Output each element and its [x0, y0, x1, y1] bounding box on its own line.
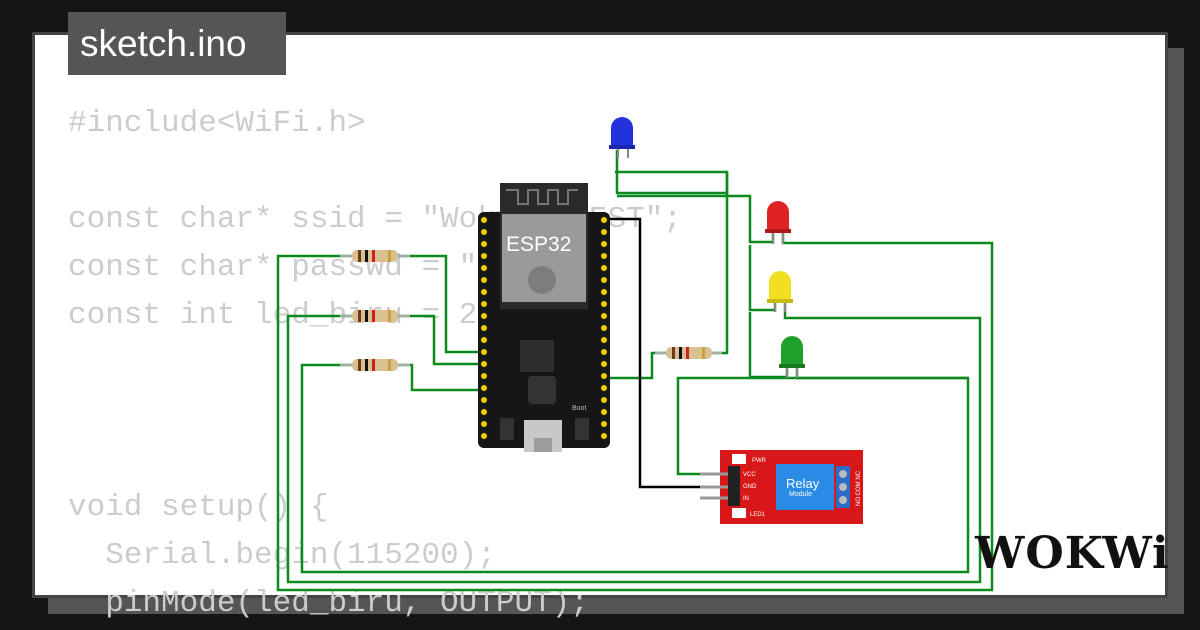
- code-line: Serial.begin(115200);: [68, 538, 496, 573]
- wire: [615, 150, 729, 195]
- wire-gnd: [608, 217, 704, 489]
- wire: [676, 376, 968, 476]
- wokwi-logo: WOKWi: [975, 528, 1170, 579]
- relay-module: PWR VCC GND IN LED1 Relay Module NO COM …: [700, 450, 863, 524]
- board-pins: [481, 217, 607, 439]
- wire: [606, 351, 668, 380]
- relay-vcc-label: VCC: [743, 472, 756, 478]
- led-red: [765, 201, 791, 244]
- wire: [398, 314, 482, 366]
- wire: [398, 254, 482, 354]
- led-blue: [609, 117, 635, 158]
- wire: [712, 172, 729, 355]
- code-line: #include<WiFi.h>: [68, 106, 366, 141]
- led-yellow: [767, 271, 793, 312]
- wire: [398, 363, 482, 392]
- relay-terminal-labels: NO COM NC: [856, 470, 862, 506]
- code-line: pinMode(led_biru, OUTPUT);: [68, 586, 589, 621]
- filename-tab[interactable]: sketch.ino: [68, 12, 286, 75]
- resistor-4: [655, 347, 722, 359]
- led-green: [779, 336, 805, 378]
- relay-gnd-label: GND: [743, 484, 757, 490]
- boot-label: Boot: [572, 405, 586, 412]
- relay-pwr-label: PWR: [752, 458, 767, 464]
- resistor-1: [340, 250, 410, 262]
- relay-subtitle: Module: [789, 491, 812, 498]
- wire: [276, 232, 994, 592]
- esp32-board: ESP32 Boot: [478, 183, 610, 452]
- resistor-2: [340, 310, 410, 322]
- board-label: ESP32: [506, 233, 571, 256]
- relay-in-label: IN: [743, 496, 749, 502]
- wire: [300, 363, 970, 574]
- relay-led-label: LED1: [750, 512, 766, 518]
- code-line: void setup() {: [68, 490, 329, 525]
- relay-title: Relay: [786, 476, 820, 491]
- resistor-3: [340, 359, 410, 371]
- wire: [286, 302, 982, 584]
